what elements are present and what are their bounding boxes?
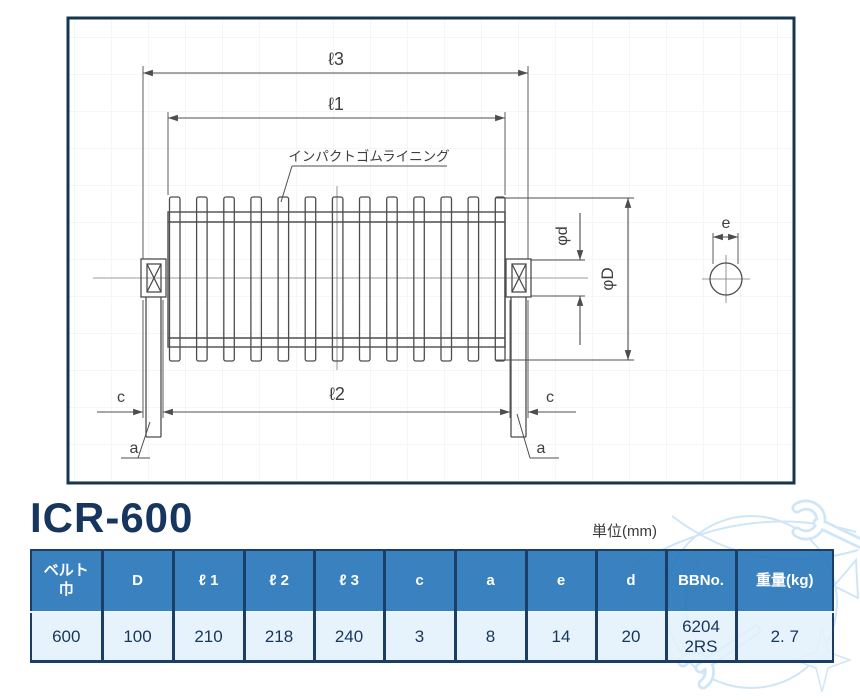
value-l1: 210 xyxy=(173,612,246,662)
value-l3: 240 xyxy=(314,612,386,662)
spec-table: ベルト 巾 D ℓ 1 ℓ 2 ℓ 3 c a e d BBNo. 重量(kg)… xyxy=(30,549,834,663)
spec-header-row: ベルト 巾 D ℓ 1 ℓ 2 ℓ 3 c a e d BBNo. 重量(kg) xyxy=(31,550,833,613)
header-l3: ℓ 3 xyxy=(314,550,386,613)
spec-data-row: 600 100 210 218 240 3 8 14 20 6204 2RS 2… xyxy=(31,612,833,662)
label-e: e xyxy=(722,215,731,232)
dimension-lines xyxy=(97,69,738,416)
extension-lines xyxy=(142,66,739,418)
header-belt-width: ベルト 巾 xyxy=(31,550,104,613)
header-d: d xyxy=(596,550,668,613)
label-a-right: a xyxy=(537,440,546,457)
value-e: 14 xyxy=(526,612,598,662)
value-l2: 218 xyxy=(244,612,316,662)
header-weight: 重量(kg) xyxy=(736,550,833,613)
watermark-fish-tail xyxy=(832,557,860,600)
header-D: D xyxy=(102,550,175,613)
header-l1: ℓ 1 xyxy=(173,550,246,613)
label-l1: ℓ1 xyxy=(328,94,344,114)
label-phi-D: φD xyxy=(598,267,617,290)
model-title: ICR-600 xyxy=(30,494,194,541)
a-leaders xyxy=(121,413,559,459)
value-a: 8 xyxy=(455,612,528,662)
roller-ribs xyxy=(168,196,506,362)
header-bbno: BBNo. xyxy=(666,550,738,613)
wrench-icon xyxy=(791,499,860,550)
bearing-left xyxy=(140,258,167,298)
shaft-end-view xyxy=(709,262,743,296)
header-c: c xyxy=(384,550,457,613)
header-e: e xyxy=(526,550,598,613)
value-bbno: 6204 2RS xyxy=(666,612,738,662)
label-l2: ℓ2 xyxy=(329,384,345,404)
dimension-labels: ℓ3 ℓ1 インパクトゴムライニング ℓ2 c c a a φd φD e xyxy=(117,49,731,457)
label-phi-d: φd xyxy=(554,226,571,245)
value-D: 100 xyxy=(102,612,175,662)
label-c-right: c xyxy=(546,389,554,406)
technical-drawing: ℓ3 ℓ1 インパクトゴムライニング ℓ2 c c a a φd φD e xyxy=(66,16,796,485)
bearing-right xyxy=(505,258,532,298)
lining-leader xyxy=(280,165,447,203)
unit-label: 単位(mm) xyxy=(592,523,657,540)
value-d: 20 xyxy=(596,612,668,662)
label-l3: ℓ3 xyxy=(328,49,344,69)
value-c: 3 xyxy=(384,612,457,662)
drawing-frame xyxy=(66,16,796,485)
label-c-left: c xyxy=(117,389,125,406)
label-lining: インパクトゴムライニング xyxy=(288,148,449,164)
header-l2: ℓ 2 xyxy=(244,550,316,613)
header-a: a xyxy=(455,550,528,613)
value-belt-width: 600 xyxy=(31,612,104,662)
value-weight: 2. 7 xyxy=(736,612,833,662)
label-a-left: a xyxy=(130,440,139,457)
shaft-brackets xyxy=(145,297,527,438)
